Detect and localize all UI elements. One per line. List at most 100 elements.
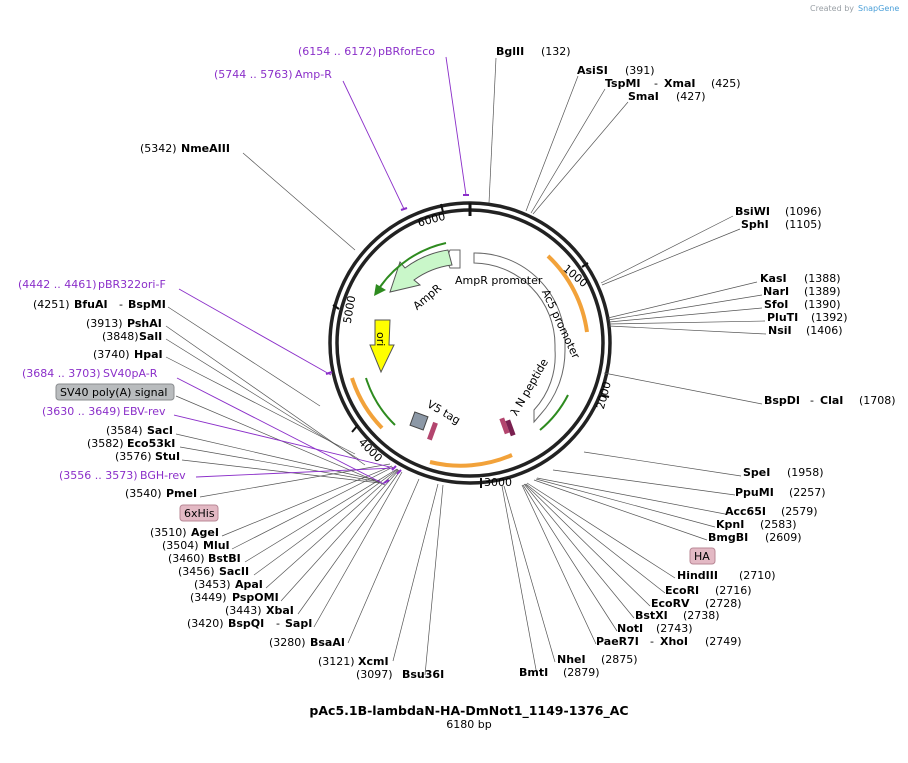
site-spei[interactable]: SpeI bbox=[743, 466, 770, 479]
primer-pbrforeco[interactable]: pBRforEco bbox=[378, 45, 435, 58]
site-sfoi[interactable]: SfoI bbox=[764, 298, 788, 311]
site-hpai[interactable]: HpaI bbox=[134, 348, 163, 361]
svg-text:(2743): (2743) bbox=[656, 622, 693, 635]
tick-3000: 3000 bbox=[484, 476, 512, 489]
site-agei[interactable]: AgeI bbox=[191, 526, 219, 539]
site-smai[interactable]: SmaI bbox=[628, 90, 659, 103]
site-noti[interactable]: NotI bbox=[617, 622, 643, 635]
site-hindiii[interactable]: HindIII bbox=[677, 569, 718, 582]
site-kasi[interactable]: KasI bbox=[760, 272, 787, 285]
site-bstxi[interactable]: BstXI bbox=[635, 609, 668, 622]
svg-text:(2875): (2875) bbox=[601, 653, 638, 666]
site-bspqi[interactable]: BspQI bbox=[228, 617, 264, 630]
site-pluti[interactable]: PluTI bbox=[767, 311, 798, 324]
site-nmeaiii[interactable]: NmeAIII bbox=[181, 142, 230, 155]
site-ecori[interactable]: EcoRI bbox=[665, 584, 699, 597]
orf-right-orange bbox=[546, 254, 589, 333]
primer-ebvrev[interactable]: EBV-rev bbox=[123, 405, 166, 418]
site-bfuai[interactable]: BfuAI bbox=[74, 298, 108, 311]
v5-tag-label: V5 tag bbox=[425, 398, 463, 427]
site-bspdi[interactable]: BspDI bbox=[764, 394, 800, 407]
sv40-polya-box[interactable] bbox=[55, 383, 175, 401]
tick-5000: 5000 bbox=[341, 295, 359, 325]
site-xbai[interactable]: XbaI bbox=[266, 604, 294, 617]
orf-bottom-orange bbox=[429, 453, 513, 468]
primer-bghrev[interactable]: BGH-rev bbox=[140, 469, 186, 482]
boxed-features: SV40 poly(A) signal 6xHis HA bbox=[55, 383, 716, 565]
site-xcmi[interactable]: XcmI bbox=[358, 655, 389, 668]
primer-ebvrev-range: (3630 .. 3649) bbox=[42, 405, 121, 418]
svg-text:(1388): (1388) bbox=[804, 272, 841, 285]
svg-text:(3913): (3913) bbox=[86, 317, 123, 330]
site-ppumi[interactable]: PpuMI bbox=[735, 486, 774, 499]
ha-label: HA bbox=[694, 550, 710, 563]
site-acc65i[interactable]: Acc65I bbox=[725, 505, 766, 518]
site-xmai[interactable]: XmaI bbox=[664, 77, 695, 90]
svg-text:(3576): (3576) bbox=[115, 450, 152, 463]
site-nsii[interactable]: NsiI bbox=[768, 324, 792, 337]
site-asisi[interactable]: AsiSI bbox=[577, 64, 608, 77]
site-saci[interactable]: SacI bbox=[147, 424, 173, 437]
primer-ampr[interactable]: Amp-R bbox=[295, 68, 332, 81]
svg-text:(2583): (2583) bbox=[760, 518, 797, 531]
ampr-orf-line bbox=[379, 242, 447, 288]
ac5-promoter-arrow[interactable] bbox=[473, 252, 566, 424]
ha-box[interactable] bbox=[689, 547, 716, 565]
site-bglii[interactable]: BglII bbox=[496, 45, 524, 58]
svg-text:(2710): (2710) bbox=[739, 569, 776, 582]
6xhis-box[interactable] bbox=[179, 504, 219, 522]
site-nhei[interactable]: NheI bbox=[557, 653, 586, 666]
site-sacii[interactable]: SacII bbox=[219, 565, 249, 578]
site-bsaai[interactable]: BsaAI bbox=[310, 636, 345, 649]
svg-text:(1708): (1708) bbox=[859, 394, 896, 407]
site-pspomi[interactable]: PspOMI bbox=[232, 591, 279, 604]
site-sapi[interactable]: SapI bbox=[285, 617, 312, 630]
site-pmei[interactable]: PmeI bbox=[166, 487, 197, 500]
svg-text:(3540): (3540) bbox=[125, 487, 162, 500]
site-eco53ki[interactable]: Eco53kI bbox=[127, 437, 175, 450]
site-bspmi[interactable]: BspMI bbox=[128, 298, 166, 311]
credit-brand: SnapGene bbox=[858, 4, 899, 13]
svg-text:(3456): (3456) bbox=[178, 565, 215, 578]
site-mlui[interactable]: MluI bbox=[203, 539, 230, 552]
site-clai[interactable]: ClaI bbox=[820, 394, 843, 407]
site-sphi[interactable]: SphI bbox=[741, 218, 769, 231]
svg-text:(1406): (1406) bbox=[806, 324, 843, 337]
site-apai[interactable]: ApaI bbox=[235, 578, 263, 591]
ha-mark bbox=[505, 419, 516, 437]
ori-arrow[interactable] bbox=[369, 319, 395, 374]
svg-text:(5342): (5342) bbox=[140, 142, 177, 155]
v5-tag-box[interactable] bbox=[409, 411, 429, 431]
site-kpni[interactable]: KpnI bbox=[716, 518, 744, 531]
svg-text:(3460): (3460) bbox=[168, 552, 205, 565]
svg-text:(2716): (2716) bbox=[715, 584, 752, 597]
primer-sv40pa[interactable]: SV40pA-R bbox=[103, 367, 158, 380]
svg-text:(2579): (2579) bbox=[781, 505, 818, 518]
site-stui[interactable]: StuI bbox=[155, 450, 180, 463]
primer-pbr322ori[interactable]: pBR322ori-F bbox=[98, 278, 166, 291]
svg-text:(425): (425) bbox=[711, 77, 741, 90]
site-ecorv[interactable]: EcoRV bbox=[651, 597, 690, 610]
svg-text:(1958): (1958) bbox=[787, 466, 824, 479]
svg-text:(3420): (3420) bbox=[187, 617, 224, 630]
svg-text:(3504): (3504) bbox=[162, 539, 199, 552]
site-bstbi[interactable]: BstBI bbox=[208, 552, 241, 565]
site-bsu36i[interactable]: Bsu36I bbox=[402, 668, 444, 681]
site-xhoi[interactable]: XhoI bbox=[660, 635, 688, 648]
ampr-arrow[interactable] bbox=[389, 249, 453, 293]
orf-left-orange bbox=[350, 377, 384, 430]
site-bsiwi[interactable]: BsiWI bbox=[735, 205, 770, 218]
svg-text:(391): (391) bbox=[625, 64, 655, 77]
primer-ampr-range: (5744 .. 5763) bbox=[214, 68, 293, 81]
site-tspmi[interactable]: TspMI bbox=[605, 77, 641, 90]
ori-label: ori bbox=[374, 332, 387, 346]
site-nari[interactable]: NarI bbox=[763, 285, 789, 298]
primer-connectors bbox=[173, 56, 467, 485]
site-bmti[interactable]: BmtI bbox=[519, 666, 548, 679]
svg-text:(4251): (4251) bbox=[33, 298, 70, 311]
site-paer7i[interactable]: PaeR7I bbox=[596, 635, 639, 648]
site-pshai[interactable]: PshAI bbox=[127, 317, 162, 330]
site-sali[interactable]: SalI bbox=[139, 330, 162, 343]
site-bmgbi[interactable]: BmgBI bbox=[708, 531, 748, 544]
